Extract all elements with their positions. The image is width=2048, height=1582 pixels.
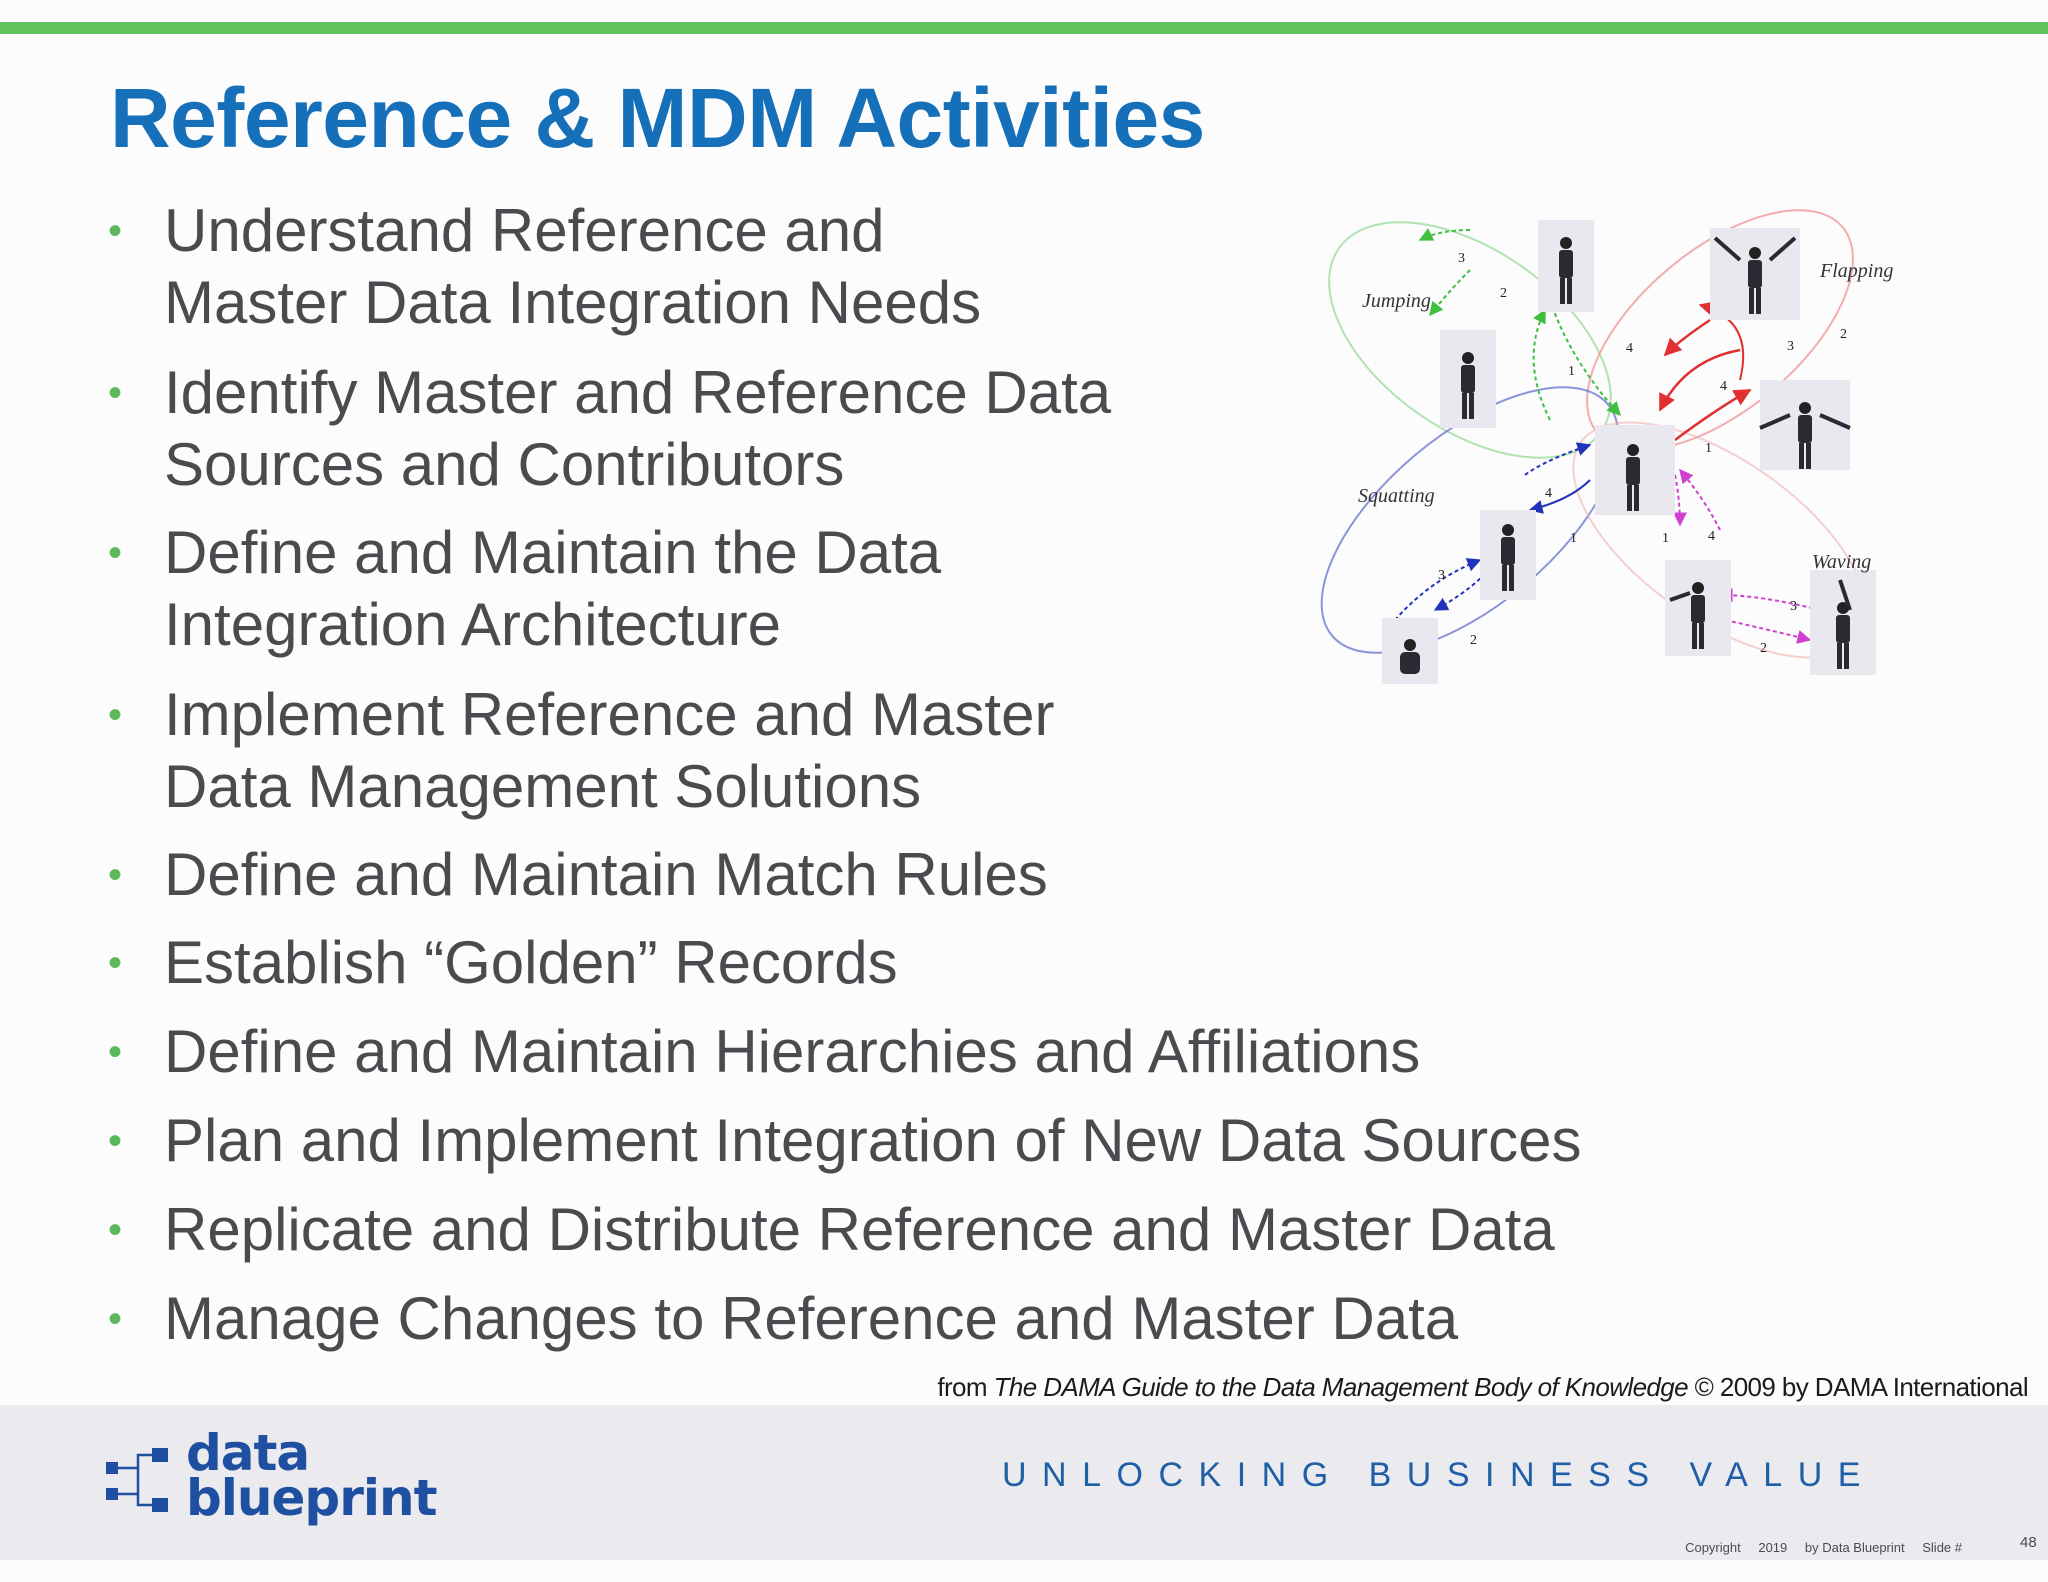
bullet-dot-icon: •	[108, 1208, 123, 1252]
bullet-dot-icon: •	[108, 853, 123, 897]
step-number: 1	[1705, 441, 1712, 456]
step-number: 1	[1568, 364, 1575, 379]
logo-word-blueprint: blueprint	[186, 1469, 437, 1527]
source-citation: from The DAMA Guide to the Data Manageme…	[937, 1372, 2028, 1403]
footer-band	[0, 1405, 2048, 1560]
citation-suffix: © 2009 by DAMA International	[1688, 1372, 2029, 1402]
squatting-arrow	[1394, 558, 1482, 621]
waving-arrow	[1724, 619, 1812, 644]
bullet-dot-icon: •	[108, 531, 123, 575]
jumping-label: Jumping	[1362, 290, 1431, 312]
bullet-dot-icon: •	[108, 1030, 123, 1074]
squatting-arrow	[1528, 479, 1591, 514]
slide-number-label: Slide #	[1922, 1540, 1962, 1555]
bullet-text: Define and Maintain Hierarchies and Affi…	[164, 1018, 1421, 1085]
step-number: 1	[1662, 531, 1669, 546]
bullet-dot-icon: •	[108, 371, 123, 415]
step-number: 2	[1500, 286, 1507, 301]
tagline: UNLOCKING BUSINESS VALUE	[1002, 1456, 1876, 1494]
step-number: 4	[1626, 341, 1633, 356]
citation-prefix: from	[937, 1372, 994, 1402]
bullet-line: Identify Master and Reference Data	[164, 359, 1112, 426]
person-photo	[1440, 330, 1496, 428]
step-number: 1	[1570, 531, 1577, 546]
bullet-dot-icon: •	[108, 1119, 123, 1163]
bullet-line: Understand Reference and	[164, 197, 885, 264]
step-number: 2	[1760, 641, 1767, 656]
bullet-line: Integration Architecture	[164, 591, 782, 658]
flapping-arrow	[1658, 348, 1741, 412]
bullet-line: Implement Reference and Master	[164, 681, 1055, 748]
top-accent-bar	[0, 22, 2048, 34]
bullet-line: Master Data Integration Needs	[164, 269, 982, 336]
squatting-label: Squatting	[1358, 485, 1435, 507]
slide-number: 48	[2020, 1534, 2037, 1551]
bullet-dot-icon: •	[108, 693, 123, 737]
person-photo	[1665, 560, 1731, 656]
step-number: 4	[1545, 486, 1552, 501]
step-numbers: 1 2 3 4 1 2 3 4 1 2 3 4 1 2 3 4	[1438, 251, 1847, 656]
flapping-arrow	[1663, 318, 1711, 357]
logo-word-data: data	[186, 1430, 309, 1482]
bullet-text: Establish “Golden” Records	[164, 929, 898, 996]
citation-book-title: The DAMA Guide to the Data Management Bo…	[993, 1372, 1689, 1402]
step-number: 3	[1787, 339, 1794, 354]
waving-arrow	[1672, 474, 1687, 527]
bullet-text: Manage Changes to Reference and Master D…	[164, 1285, 1459, 1352]
bullet-dot-icon: •	[108, 941, 123, 985]
step-number: 2	[1840, 327, 1847, 342]
step-number: 3	[1458, 251, 1465, 266]
flapping-label: Flapping	[1819, 260, 1893, 282]
bullet-dot-icon: •	[108, 209, 123, 253]
copyright-year: 2019	[1758, 1540, 1788, 1555]
bullet-text: Replicate and Distribute Reference and M…	[164, 1196, 1555, 1263]
waving-arrow	[1679, 468, 1721, 531]
person-photo	[1480, 510, 1536, 600]
waving-arrow	[1718, 588, 1821, 611]
slide-title: Reference & MDM Activities	[110, 71, 1205, 165]
person-photo	[1810, 570, 1876, 675]
squatting-arrow	[1524, 442, 1592, 476]
bullet-text: Define and Maintain Match Rules	[164, 841, 1048, 908]
step-number: 4	[1720, 379, 1727, 394]
action-state-diagram: Jumping Flapping Squatting Waving 1 2 3 …	[1320, 209, 1893, 684]
jumping-arrow	[1532, 308, 1551, 421]
copyright-label: Copyright	[1685, 1540, 1741, 1555]
step-number: 4	[1708, 529, 1715, 544]
jumping-arrow	[1429, 269, 1471, 317]
bullet-line: Sources and Contributors	[164, 431, 845, 498]
person-photo	[1538, 220, 1594, 312]
step-number: 2	[1470, 633, 1477, 648]
flapping-arrow	[1674, 388, 1752, 442]
person-photo	[1759, 380, 1851, 470]
person-photo	[1595, 425, 1675, 515]
copyright-owner: by Data Blueprint	[1804, 1540, 1905, 1555]
person-photo	[1382, 618, 1438, 684]
bullet-text: Plan and Implement Integration of New Da…	[164, 1107, 1582, 1174]
bullet-line: Data Management Solutions	[164, 753, 922, 820]
waving-label: Waving	[1812, 551, 1871, 573]
bullet-dot-icon: •	[108, 1297, 123, 1341]
step-number: 3	[1790, 599, 1797, 614]
jumping-arrow	[1549, 299, 1621, 417]
data-blueprint-logo: data blueprint	[106, 1430, 438, 1527]
person-photo	[1710, 228, 1800, 320]
step-number: 3	[1438, 568, 1445, 583]
copyright-line: Copyright 2019 by Data Blueprint Slide #	[1671, 1540, 1962, 1555]
bullet-line: Define and Maintain the Data	[164, 519, 942, 586]
